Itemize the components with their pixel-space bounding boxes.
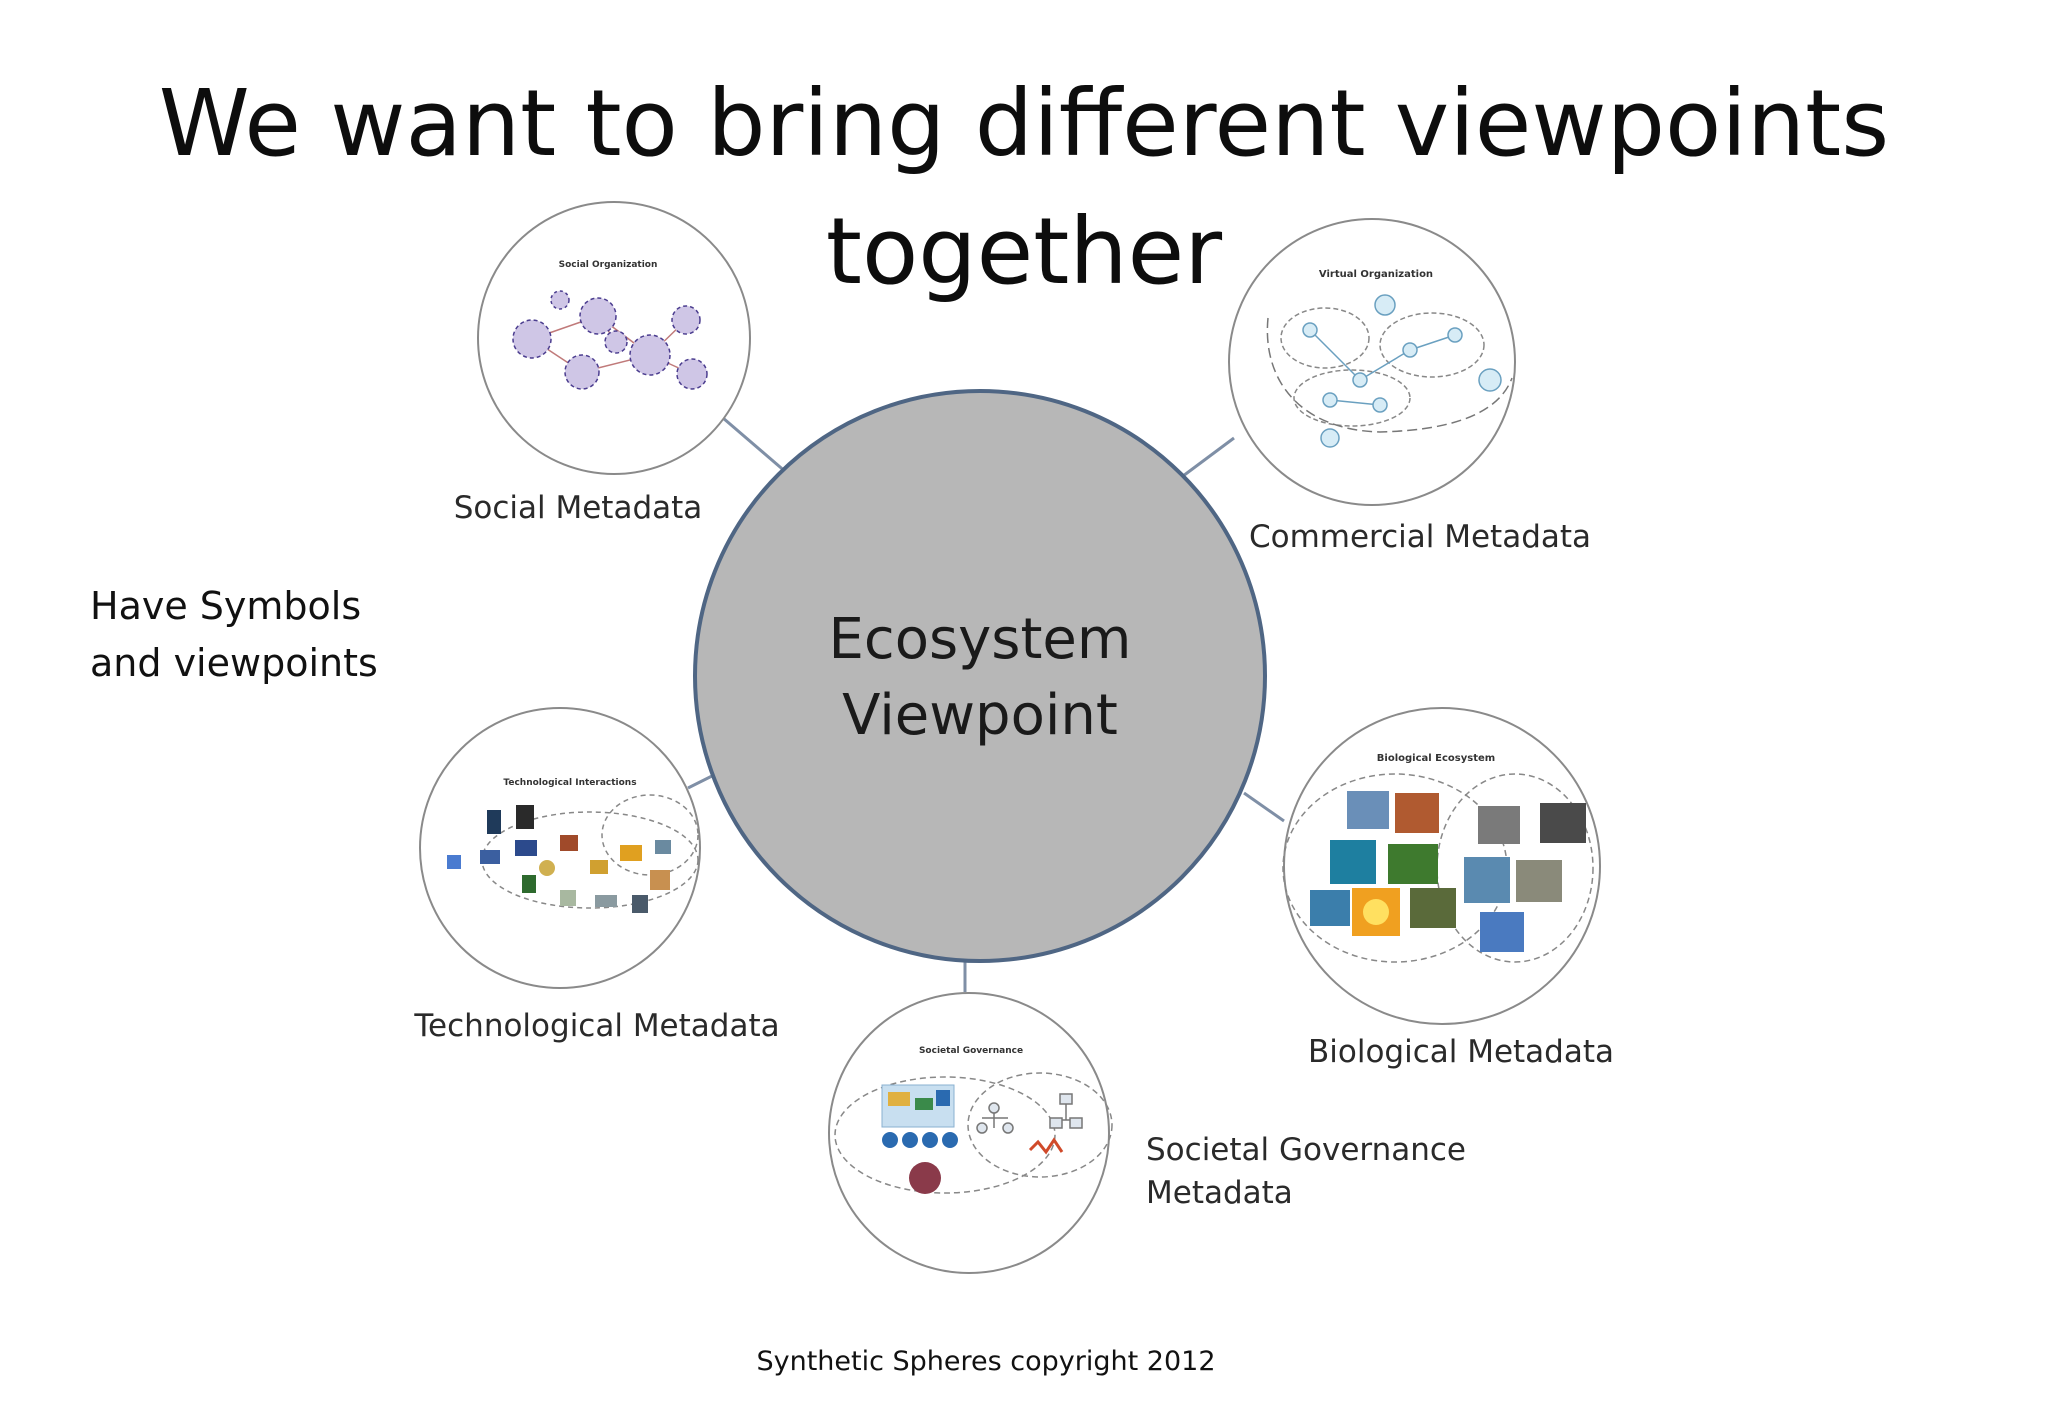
societal-inner-title: Societal Governance [919,1046,1023,1056]
copyright-footer: Synthetic Spheres copyright 2012 [756,1346,1216,1377]
technological-devices-graphic [447,794,699,913]
side-note: Have Symbols and viewpoints [90,578,378,692]
commercial-circle [1228,218,1516,506]
center-label-line1: Ecosystem [829,607,1132,672]
biological-photos-graphic [1282,773,1594,963]
social-network-graphic [512,290,708,390]
connector-biological [1243,791,1285,823]
satellite-societal: Societal Governance [828,992,1466,1274]
technological-inner-title: Technological Interactions [503,778,636,788]
societal-governance-graphic [834,1072,1113,1194]
satellite-technological: Technological Interactions [413,707,780,1044]
commercial-inner-title: Virtual Organization [1319,269,1433,280]
slide-title-line1: We want to bring different viewpoints [158,70,1890,177]
slide-title-line2: together [825,198,1223,305]
biological-label: Biological Metadata [1308,1034,1614,1070]
biological-inner-title: Biological Ecosystem [1377,753,1495,764]
satellite-social: Social Organization Social Metadata [454,201,751,526]
satellite-commercial: Virtual Organization Commer [1228,218,1591,555]
connectors [687,416,1285,992]
satellite-biological: Biological Ecosystem Biological Metadata [1282,707,1614,1070]
connector-technological [687,774,713,790]
societal-label-line1: Societal Governance [1146,1132,1466,1168]
technological-label: Technological Metadata [413,1008,779,1044]
side-note-line2: and viewpoints [90,641,378,685]
connector-social [722,416,788,475]
commercial-cloud-graphic [1266,294,1513,448]
commercial-label: Commercial Metadata [1249,519,1591,555]
societal-circle [828,992,1110,1274]
center-circle [693,389,1267,963]
connector-commercial [1182,436,1235,478]
social-inner-title: Social Organization [559,260,658,270]
side-note-line1: Have Symbols [90,584,362,628]
center-viewpoint: Ecosystem Viewpoint [693,389,1267,963]
societal-label-line2: Metadata [1146,1175,1293,1211]
center-label-line2: Viewpoint [842,683,1118,748]
slide-title: We want to bring different viewpoints to… [0,60,2048,316]
social-label: Social Metadata [454,490,703,526]
